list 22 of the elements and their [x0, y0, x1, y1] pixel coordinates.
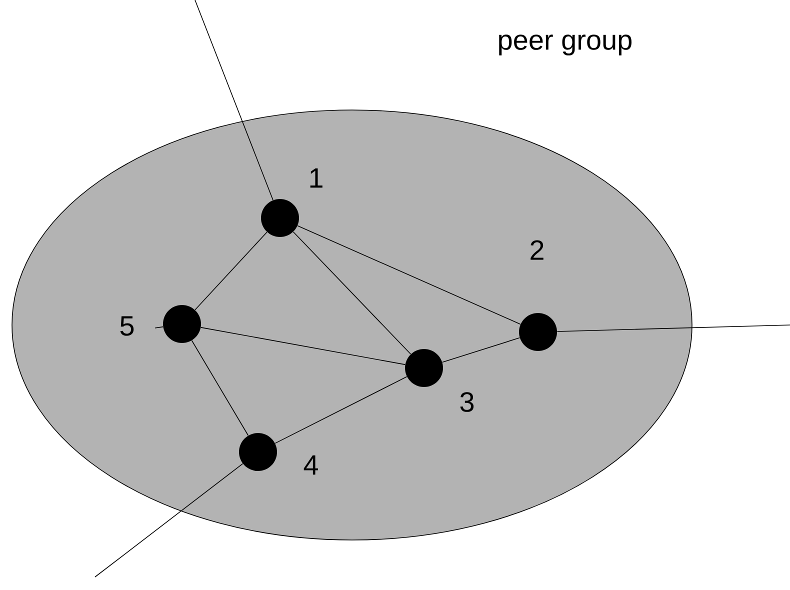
peer-dot — [239, 433, 277, 471]
link-line — [297, 225, 521, 325]
peer-dot — [405, 349, 443, 387]
link-line — [442, 337, 520, 363]
node-number: 3 — [460, 392, 474, 412]
link-line — [274, 376, 408, 444]
link-line — [194, 232, 268, 310]
peer-dot — [519, 313, 557, 351]
outgoing-line — [194, 0, 274, 201]
node-number: 4 — [304, 455, 318, 475]
outgoing-line — [94, 463, 244, 578]
peer-dot — [163, 305, 201, 343]
outgoing-line — [556, 324, 790, 332]
peer-dot — [261, 199, 299, 237]
link-line — [292, 231, 412, 355]
outgoing-line — [154, 326, 164, 328]
node-number: 1 — [310, 168, 322, 188]
link-line — [191, 340, 249, 436]
node-number: 5 — [120, 316, 134, 336]
link-line — [200, 327, 406, 365]
group-title: peer group — [499, 34, 632, 56]
node-number: 2 — [530, 240, 544, 260]
